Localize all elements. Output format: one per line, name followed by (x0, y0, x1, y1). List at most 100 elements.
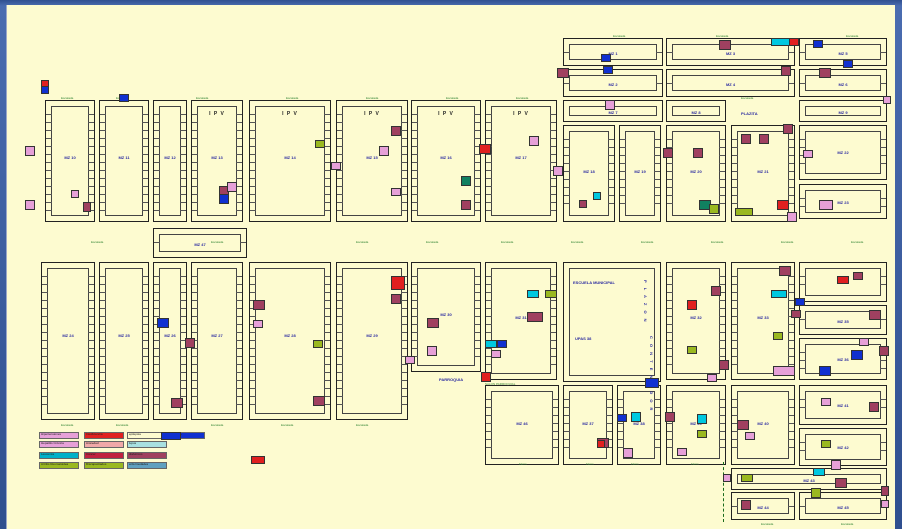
lot-divider (324, 162, 330, 170)
lot-divider (236, 380, 242, 388)
case-marker (71, 190, 79, 198)
lot-divider (606, 415, 612, 423)
lot-divider (719, 155, 725, 163)
block-label: MZ 39 (690, 421, 702, 427)
case-marker (227, 182, 237, 192)
lot-divider (550, 194, 556, 202)
lot-divider (412, 292, 418, 300)
lot-divider (337, 178, 343, 186)
lot-divider (180, 356, 186, 364)
lot-divider (192, 300, 198, 308)
lot-divider (324, 292, 330, 300)
lot-divider (608, 155, 614, 163)
lot-divider (732, 431, 738, 439)
lot-divider (250, 114, 256, 122)
lot-divider (324, 114, 330, 122)
legend-text: enfermedades (129, 462, 149, 466)
lot-divider (486, 122, 492, 130)
lot-divider (324, 210, 330, 218)
lot-divider (412, 122, 418, 130)
lot-divider (474, 284, 480, 292)
lot-divider (800, 319, 806, 327)
case-marker (331, 162, 341, 170)
lot-divider (486, 356, 492, 364)
lot-divider (88, 300, 94, 308)
lot-divider (100, 114, 106, 122)
case-marker (25, 200, 35, 210)
lot-divider (788, 52, 794, 60)
case-marker (777, 200, 789, 210)
lot-divider (88, 356, 94, 364)
street-label: Escalada (61, 423, 74, 427)
lot-divider (719, 203, 725, 211)
case-marker (803, 150, 813, 158)
case-marker (315, 140, 325, 148)
ipv-label: I P V (364, 111, 380, 117)
lot-divider (401, 300, 407, 308)
lot-divider (236, 162, 242, 170)
lot-divider (667, 163, 673, 171)
lot-divider (324, 300, 330, 308)
lot-divider (550, 210, 556, 218)
lot-divider (719, 348, 725, 356)
lot-divider (486, 292, 492, 300)
legend-text: Discapacitados (86, 462, 107, 466)
lot-divider (337, 154, 343, 162)
case-marker (391, 276, 405, 290)
lot-divider (667, 340, 673, 348)
lot-divider (337, 122, 343, 130)
lot-divider (667, 300, 673, 308)
lot-divider (606, 423, 612, 431)
case-marker (843, 60, 853, 68)
lot-divider (606, 447, 612, 455)
lot-divider (100, 138, 106, 146)
case-marker (663, 148, 673, 158)
block-label: MZ 32 (690, 315, 702, 321)
lot-divider (564, 147, 570, 155)
case-marker (759, 134, 769, 144)
lot-divider (250, 380, 256, 388)
lot-divider (42, 396, 48, 404)
lot-divider (100, 210, 106, 218)
lot-divider (100, 372, 106, 380)
lot-divider (142, 348, 148, 356)
lot-divider (719, 423, 725, 431)
lot-divider (732, 423, 738, 431)
street-label: Escalada (741, 96, 754, 100)
lot-divider (486, 399, 492, 407)
lot-divider (250, 404, 256, 412)
lot-divider (656, 83, 662, 91)
lot-divider (788, 308, 794, 316)
lot-divider (606, 399, 612, 407)
lot-divider (324, 364, 330, 372)
case-marker (83, 202, 91, 212)
lot-divider (732, 203, 738, 211)
lot-divider (250, 130, 256, 138)
case-marker (881, 500, 889, 508)
case-marker (171, 398, 183, 408)
lot-divider (192, 186, 198, 194)
legend-swatch (39, 462, 79, 469)
lot-divider (486, 364, 492, 372)
lot-divider (788, 179, 794, 187)
lot-divider (620, 155, 626, 163)
lot-divider (236, 186, 242, 194)
block-mz11: MZ 11 (99, 100, 149, 222)
lot-divider (412, 114, 418, 122)
lot-divider (236, 332, 242, 340)
block-label: MZ 11 (118, 155, 130, 160)
lot-divider (412, 162, 418, 170)
lot-divider (88, 122, 94, 130)
lot-divider (486, 300, 492, 308)
lot-divider (100, 154, 106, 162)
lot-divider (192, 276, 198, 284)
lot-divider (608, 195, 614, 203)
block-label: MZ 26 (164, 333, 176, 339)
street-label: Escalada (781, 240, 794, 244)
block-mz26: MZ 26 (153, 262, 187, 420)
lot-divider (880, 284, 886, 292)
lot-divider (180, 308, 186, 316)
legend-text: lupus (129, 441, 137, 445)
lot-divider (474, 122, 480, 130)
lot-divider (192, 396, 198, 404)
